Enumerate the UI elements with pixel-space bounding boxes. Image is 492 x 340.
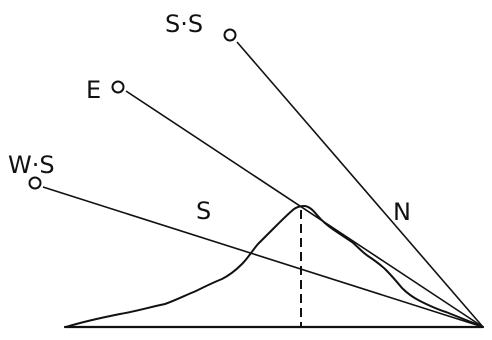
- summer-solstice-ray: [236, 41, 484, 328]
- summer-solstice-label: S·S: [165, 10, 203, 38]
- equinox-ray: [125, 90, 484, 328]
- north-label: N: [393, 198, 411, 226]
- south-label: S: [196, 197, 211, 225]
- winter-solstice-sun-marker: [28, 176, 42, 190]
- summer-solstice-sun-marker: [223, 28, 237, 42]
- hill-profile: [65, 205, 484, 328]
- winter-solstice-label: W·S: [8, 151, 55, 179]
- equinox-label: E: [86, 76, 101, 104]
- equinox-sun-marker: [111, 80, 125, 94]
- winter-solstice-ray: [42, 186, 484, 328]
